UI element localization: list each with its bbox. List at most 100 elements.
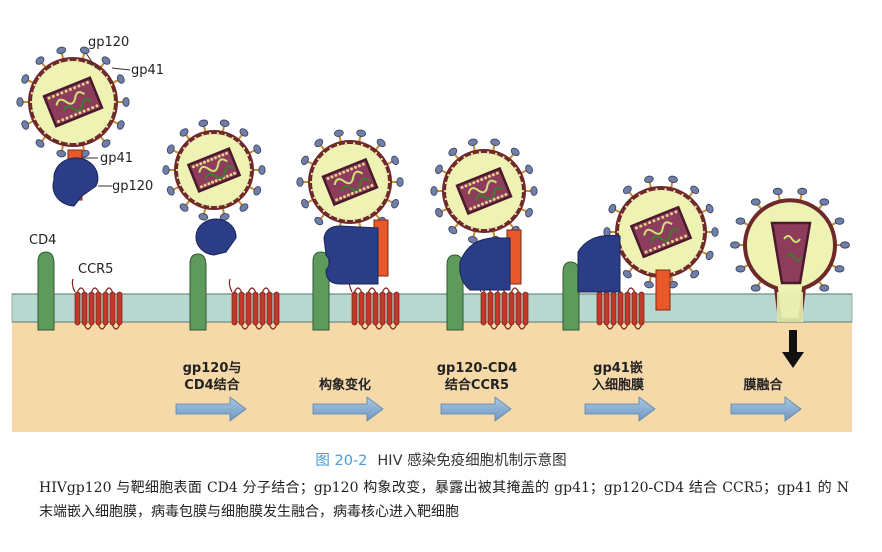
envelope-dot (521, 198, 523, 200)
ccr5-loop (235, 288, 242, 292)
envelope-dot (368, 215, 370, 217)
cd4-receptor-2 (190, 254, 206, 330)
envelope-dot (699, 248, 701, 250)
ccr5-loop (355, 288, 362, 292)
envelope-dot (618, 222, 620, 224)
gp120-spike (468, 138, 478, 146)
ccr5-helix (509, 292, 514, 325)
envelope-dot (444, 190, 446, 192)
envelope-dot (451, 213, 453, 215)
gp120-spike (390, 155, 400, 166)
envelope-dot (85, 141, 87, 143)
envelope-dot (617, 231, 619, 233)
ccr5-helix (516, 292, 521, 325)
ccr5-loop (369, 288, 376, 292)
hiv-virion-3 (297, 129, 403, 235)
envelope-dot (247, 154, 249, 156)
envelope-dot (59, 61, 61, 63)
ccr5-helix (359, 292, 364, 325)
ccr5-helix (239, 292, 244, 325)
envelope-dot (625, 256, 627, 258)
envelope-dot (85, 61, 87, 63)
ccr5-loop (628, 288, 635, 292)
ccr5-helix (523, 292, 528, 325)
gp120-spike (524, 207, 534, 218)
cd4-receptor-3 (313, 252, 329, 330)
ccr5-helix (89, 292, 94, 325)
envelope-dot (368, 147, 370, 149)
gp120-spike (116, 120, 126, 131)
envelope-dot (113, 92, 115, 94)
envelope-dot (385, 197, 387, 199)
envelope-dot (201, 134, 203, 136)
gp120-spike (668, 175, 678, 183)
envelope-dot (100, 132, 102, 134)
envelope-dot (76, 59, 78, 61)
step-2-label-line1: 构象变化 (319, 377, 371, 393)
envelope-dot (183, 147, 185, 149)
envelope-dot (194, 201, 196, 203)
gp120-spike (431, 187, 437, 196)
fusion-pore (777, 292, 803, 322)
cd4-receptor-1 (38, 252, 54, 330)
gp120-spike (297, 178, 303, 187)
label-ccr5: CCR5 (78, 262, 113, 277)
envelope-dot (201, 204, 203, 206)
envelope-dot (243, 191, 245, 193)
step-1-label-line1: gp120与 (183, 361, 242, 376)
gp120-spike (608, 203, 618, 214)
gp120-spike (434, 207, 444, 218)
envelope-dot (385, 165, 387, 167)
ccr5-helix (96, 292, 101, 325)
envelope-dot (34, 118, 36, 120)
envelope-dot (311, 173, 313, 175)
gp120-spike (731, 242, 740, 248)
envelope-dot (514, 213, 516, 215)
envelope-dot (194, 137, 196, 139)
envelope-dot (68, 143, 70, 145)
gp120-spike (841, 242, 850, 248)
envelope-dot (313, 197, 315, 199)
envelope-dot (502, 156, 504, 158)
ccr5-loop (383, 288, 390, 292)
step-1-label-line2: CD4结合 (184, 377, 240, 393)
gp120-spike (56, 150, 66, 158)
cd4-body (190, 254, 206, 330)
ccr5-helix (625, 292, 630, 325)
envelope-dot (447, 206, 449, 208)
envelope-dot (44, 70, 46, 72)
envelope-dot (176, 169, 178, 171)
ccr5-loop (512, 288, 519, 292)
envelope-dot (647, 190, 649, 192)
ccr5-helix (394, 292, 399, 325)
envelope-dot (59, 141, 61, 143)
ccr5-helix (366, 292, 371, 325)
ccr5-helix (110, 292, 115, 325)
gp120-spike (123, 98, 129, 107)
envelope-dot (114, 101, 116, 103)
envelope-dot (51, 65, 53, 67)
envelope-dot (673, 272, 675, 274)
gp120-spike (163, 166, 169, 175)
gp120-spike (20, 120, 30, 131)
envelope-dot (311, 189, 313, 191)
gp120-spike (356, 129, 366, 137)
envelope-dot (509, 161, 511, 163)
gp120-spike (835, 218, 844, 224)
envelope-dot (209, 132, 211, 134)
gp120-spike (166, 144, 176, 155)
gp120-spike (259, 166, 265, 175)
envelope-dot (345, 220, 347, 222)
envelope-dot (38, 126, 40, 128)
envelope-dot (695, 256, 697, 258)
envelope-dot (250, 169, 252, 171)
target-cell-membrane (12, 294, 852, 322)
envelope-dot (313, 165, 315, 167)
ccr5-loop (263, 288, 270, 292)
envelope-dot (217, 132, 219, 134)
envelope-dot (681, 268, 683, 270)
envelope-dot (106, 126, 108, 128)
cd4-body (563, 262, 579, 330)
envelope-dot (243, 147, 245, 149)
ccr5-helix (232, 292, 237, 325)
